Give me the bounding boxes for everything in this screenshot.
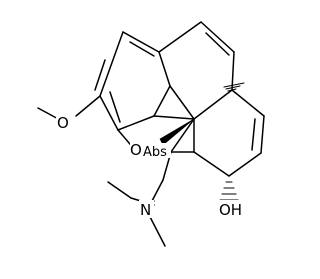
hydroxyl-label: OH <box>219 201 242 219</box>
hashed-bond-oh <box>219 181 239 201</box>
methoxy-group: O <box>37 95 101 132</box>
ring-oxygen-label: O <box>130 141 142 159</box>
stereo-abs-label: Abs <box>143 145 167 160</box>
aromatic-ring <box>94 31 171 131</box>
upper-alkene-ring <box>158 21 235 120</box>
hashed-bond <box>223 82 245 92</box>
hydroxyl-group: OH <box>218 200 248 219</box>
methoxy-oxygen-label: O <box>57 114 69 132</box>
cyclohexene-ring <box>193 89 265 177</box>
nitrogen-label: N <box>140 201 151 219</box>
stereo-wedge-bond <box>159 118 195 146</box>
ring-oxygen-group: O Abs <box>130 140 171 160</box>
dimethylamino-group: N <box>107 181 166 247</box>
molecule-structure-diagram: O O Abs N OH <box>37 21 265 247</box>
